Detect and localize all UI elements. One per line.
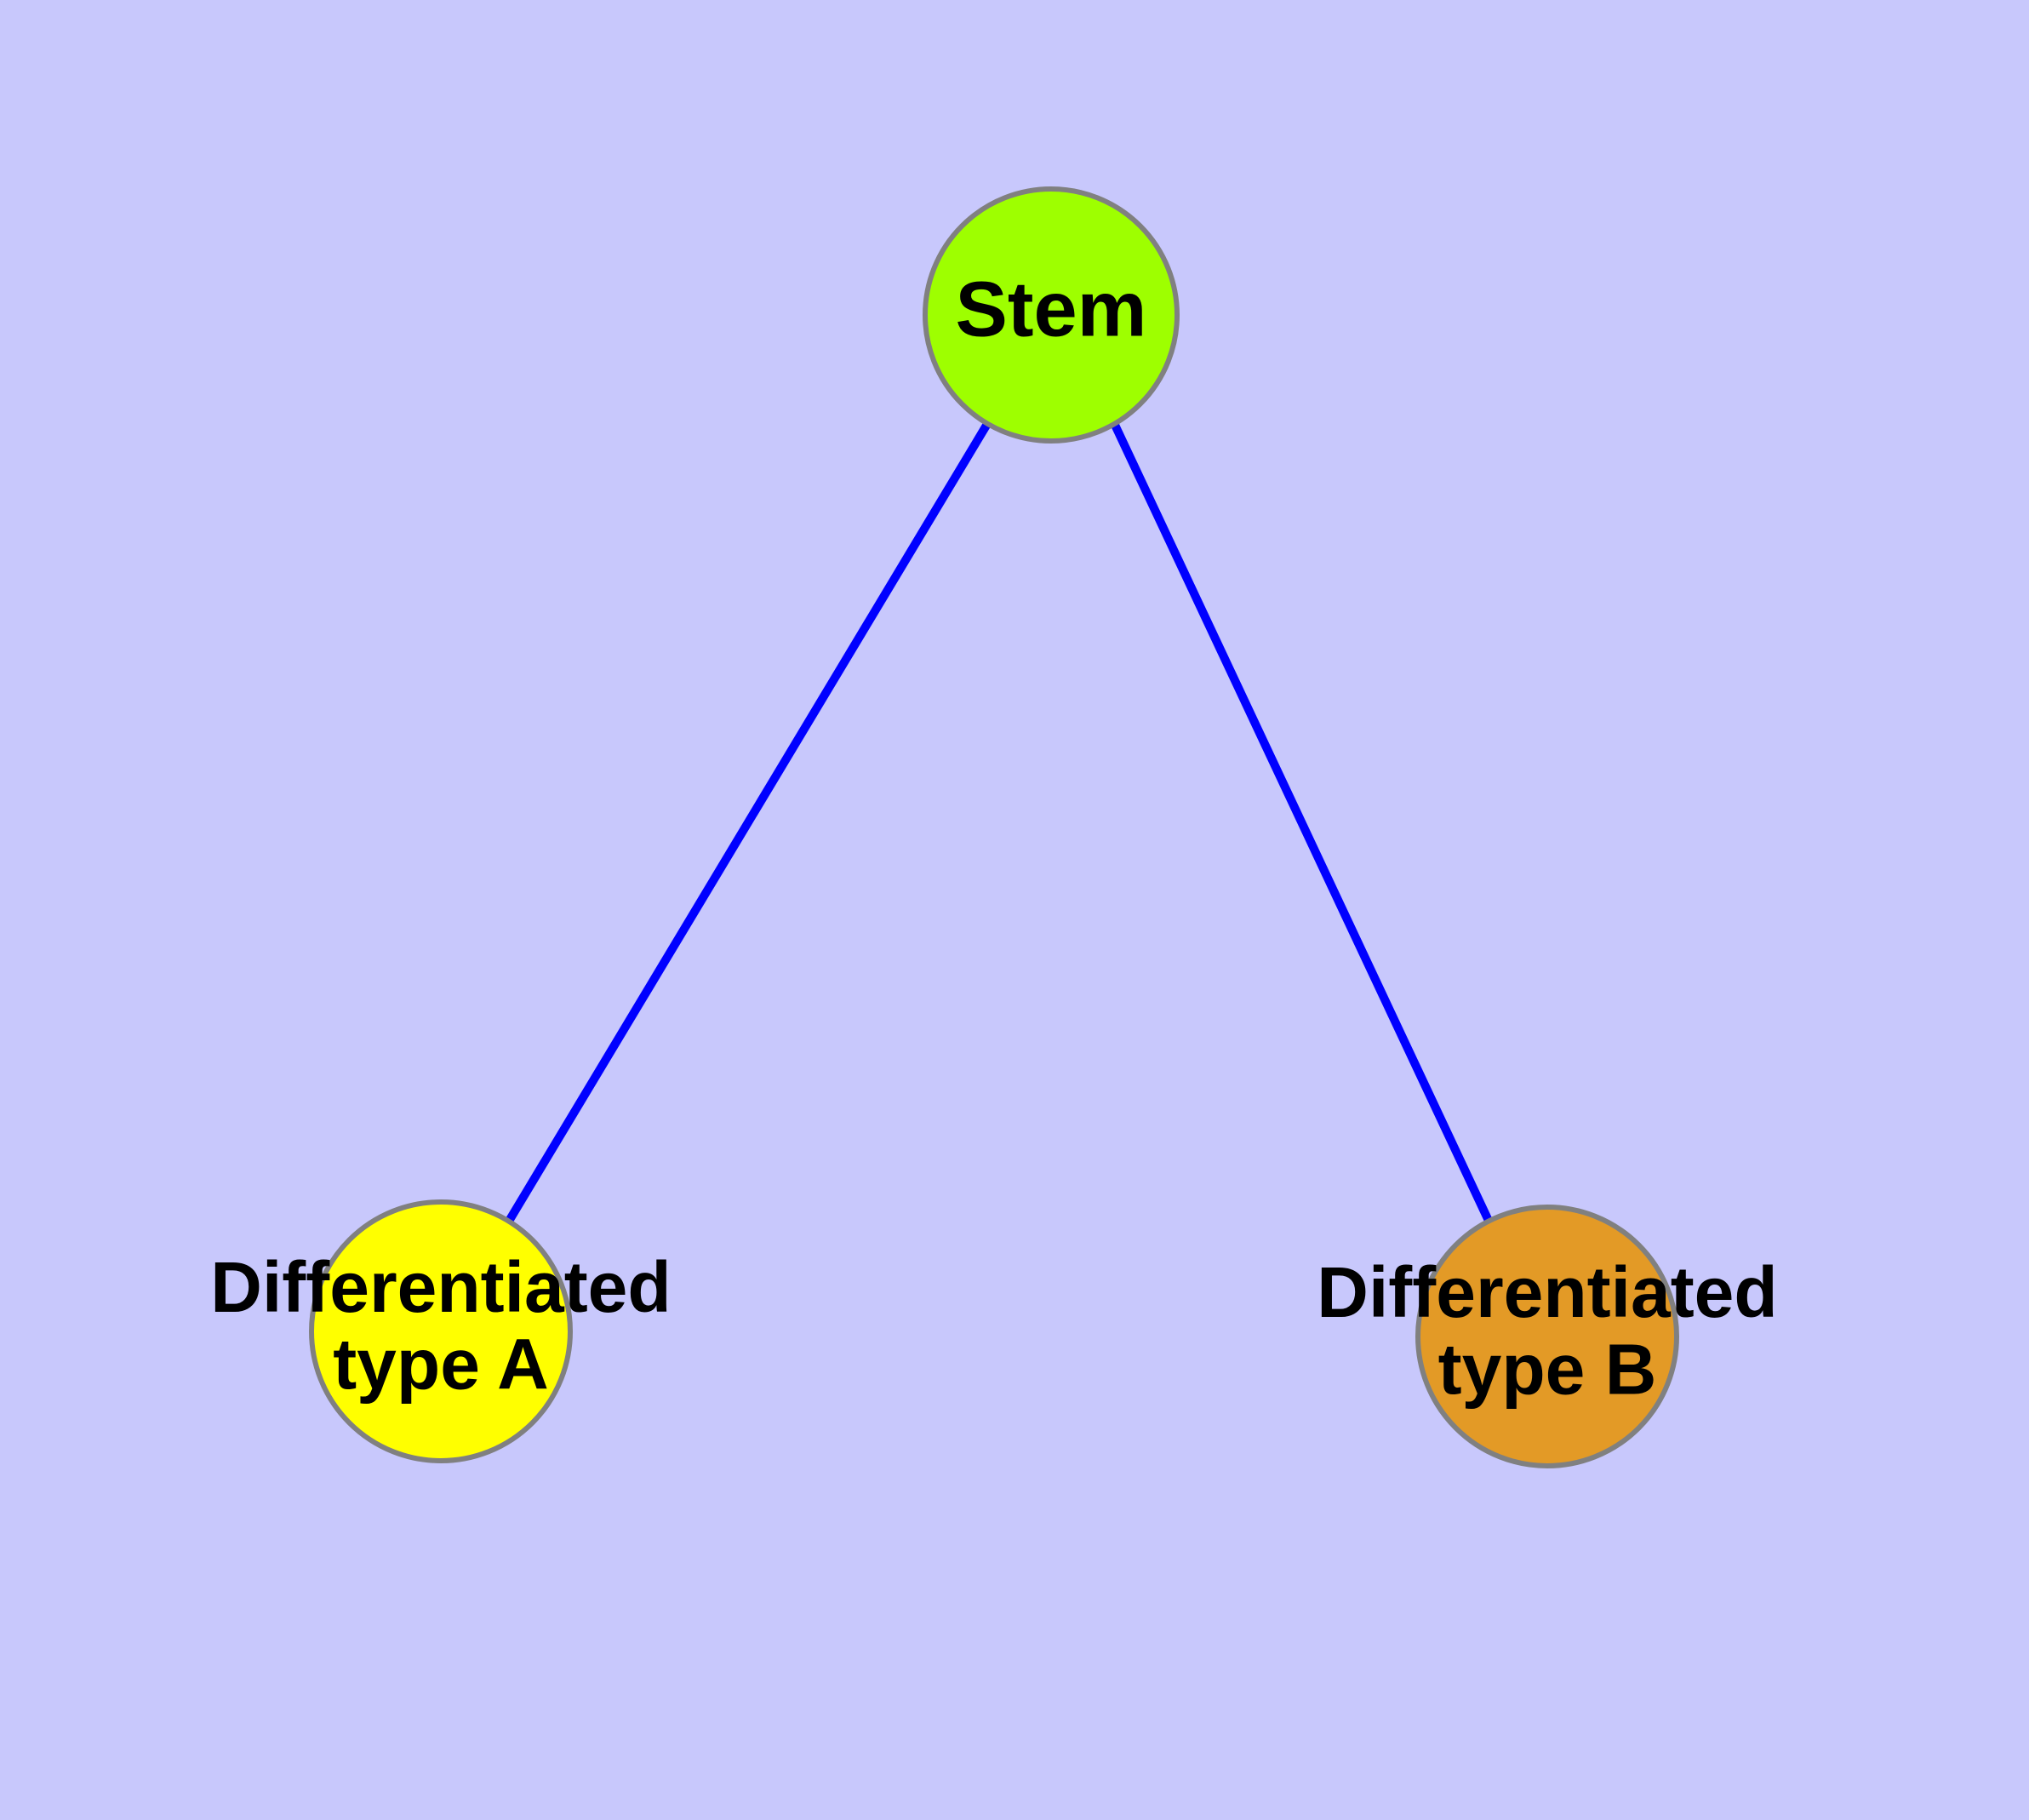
node-label-stem: Stem <box>956 266 1147 352</box>
node-label-line: Differentiated <box>210 1247 671 1327</box>
node-label-line: type B <box>1438 1330 1657 1410</box>
nodes-layer <box>309 186 1679 1468</box>
graph-edge <box>1110 421 1494 1225</box>
node-label-line: type A <box>333 1325 549 1405</box>
graph-node-diff_b[interactable] <box>1415 1205 1679 1468</box>
edges-layer <box>504 421 1494 1225</box>
graph-node-diff_a[interactable] <box>309 1199 573 1463</box>
graph-edge <box>504 421 992 1225</box>
node-label-line: Stem <box>956 266 1147 352</box>
node-label-line: Differentiated <box>1317 1252 1777 1332</box>
graph-node-stem[interactable] <box>923 186 1180 444</box>
